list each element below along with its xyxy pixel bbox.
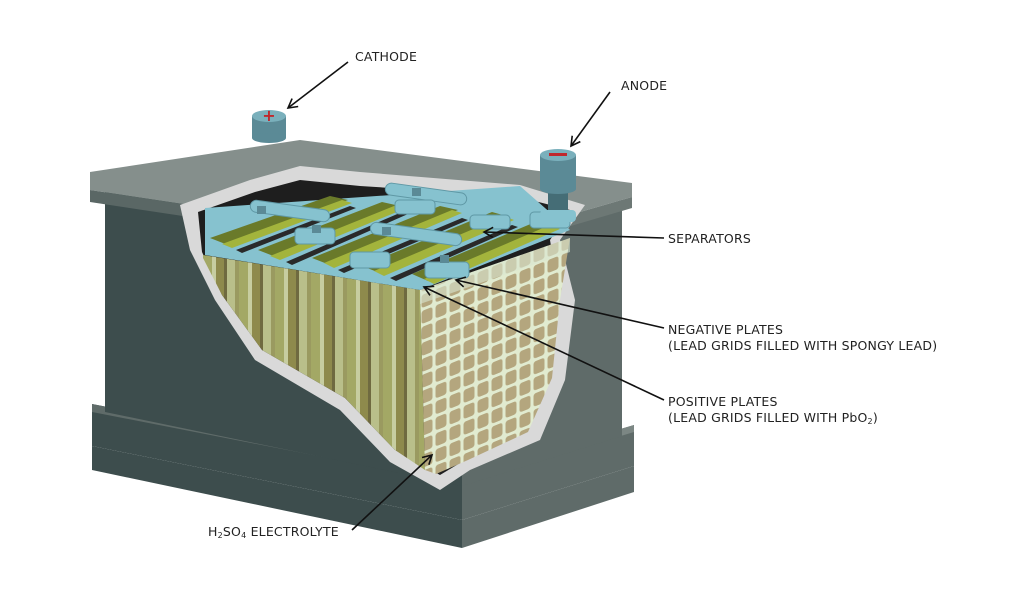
cathode-terminal: +	[252, 106, 286, 143]
negative-plates-label: NEGATIVE PLATES (LEAD GRIDS FILLED WITH …	[668, 322, 937, 354]
positive-desc-subscript: 2	[867, 417, 873, 426]
positive-plates-desc: (LEAD GRIDS FILLED WITH PbO2)	[668, 410, 878, 430]
separators-label: SEPARATORS	[668, 231, 751, 246]
leader-lines	[286, 61, 665, 531]
minus-sign-icon	[549, 153, 567, 156]
cathode-arrow	[286, 61, 349, 110]
separators-arrow	[482, 226, 665, 239]
electrolyte-label: H2SO4 ELECTROLYTE	[208, 524, 339, 544]
electrolyte-h: H	[208, 524, 218, 539]
electrolyte-text: ELECTROLYTE	[246, 524, 339, 539]
electrolyte-so: SO	[222, 524, 242, 539]
cathode-label: CATHODE	[355, 49, 418, 64]
cell-connectors	[249, 182, 571, 279]
positive-plates-arrow	[422, 285, 665, 401]
negative-plates-arrow	[454, 276, 665, 329]
electrolyte-arrow	[351, 453, 434, 531]
negative-plates-desc: (LEAD GRIDS FILLED WITH SPONGY LEAD)	[668, 338, 938, 353]
electrolyte-sub-2: 2	[217, 531, 223, 540]
electrolyte-sub-4: 4	[241, 531, 247, 540]
negative-plates-title: NEGATIVE PLATES	[668, 322, 784, 337]
positive-plates-label: POSITIVE PLATES (LEAD GRIDS FILLED WITH …	[668, 394, 878, 430]
positive-desc-close: )	[872, 410, 878, 425]
positive-desc-text: (LEAD GRIDS FILLED WITH PbO	[668, 410, 868, 425]
plus-sign-icon: +	[262, 106, 275, 125]
anode-terminal	[540, 149, 576, 222]
anode-arrow	[570, 91, 611, 148]
plates-front	[203, 255, 425, 470]
connector-posts	[257, 188, 449, 263]
positive-plates-title: POSITIVE PLATES	[668, 394, 778, 409]
anode-label: ANODE	[621, 78, 668, 93]
